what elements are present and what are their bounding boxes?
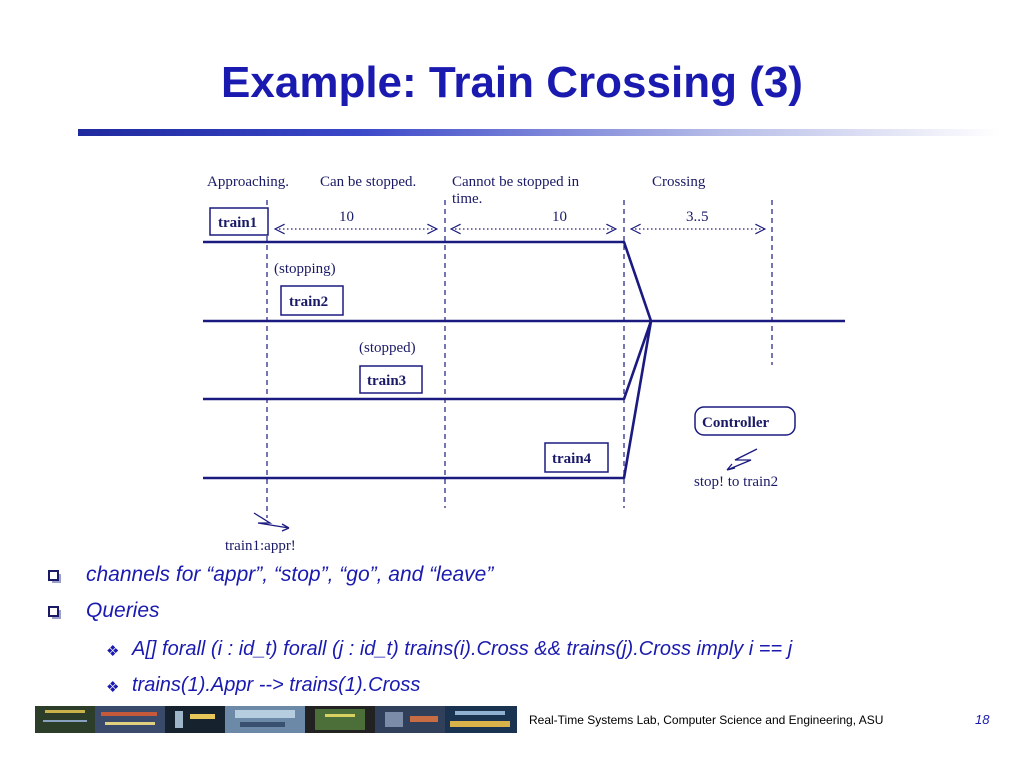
sub-bullet-diamond-icon-1: ❖ <box>106 643 120 660</box>
duration-label-2: 10 <box>552 209 567 225</box>
footer-image-strip <box>35 706 517 733</box>
bullet-queries: Queries <box>86 599 160 622</box>
phase-label-can-be-stopped: Can be stopped. <box>320 174 416 190</box>
signal-appr-label: train1:appr! <box>225 538 296 554</box>
bullet-channels: channels for “appr”, “stop”, “go”, and “… <box>86 563 494 586</box>
train-crossing-diagram: Approaching. Can be stopped. Cannot be s… <box>203 174 845 554</box>
train2-box <box>280 285 344 316</box>
query-safety: A[] forall (i : id_t) forall (j : id_t) … <box>132 638 793 660</box>
annotation-stopping: (stopping) <box>274 261 336 277</box>
title-underline <box>78 129 1000 136</box>
query-liveness: trains(1).Appr --> trains(1).Cross <box>132 674 421 696</box>
phase-label-cannot-be-stopped: Cannot be stopped in <box>452 174 580 190</box>
phase-label-approaching: Approaching. <box>207 174 289 190</box>
bullet-box-icon-1 <box>48 570 61 583</box>
controller-box <box>694 406 796 436</box>
signal-stop-label: stop! to train2 <box>694 474 778 490</box>
signal-appr-icon <box>253 512 290 532</box>
duration-label-1: 10 <box>339 209 354 225</box>
phase-label-crossing: Crossing <box>652 174 706 190</box>
controller-label: Controller <box>702 415 770 431</box>
sub-bullet-diamond-icon-2: ❖ <box>106 679 120 696</box>
phase-label-cannot-be-stopped-line2: time. <box>452 191 482 207</box>
track-train4 <box>203 320 653 480</box>
page-number: 18 <box>975 712 990 727</box>
duration-label-3: 3..5 <box>686 209 709 225</box>
signal-stop-icon <box>726 448 758 471</box>
train1-box <box>209 207 269 236</box>
train2-label: train2 <box>289 294 328 310</box>
train1-label: train1 <box>218 215 257 231</box>
track-train1 <box>203 240 653 322</box>
bullet-box-icon-2 <box>48 606 61 619</box>
footer-text: Real-Time Systems Lab, Computer Science … <box>529 713 884 727</box>
slide-title: Example: Train Crossing (3) <box>221 58 803 107</box>
train3-box <box>359 365 423 394</box>
annotation-stopped: (stopped) <box>359 340 416 356</box>
train4-label: train4 <box>552 451 592 467</box>
train3-label: train3 <box>367 373 406 389</box>
train4-box <box>544 442 609 473</box>
track-train3 <box>203 320 653 401</box>
